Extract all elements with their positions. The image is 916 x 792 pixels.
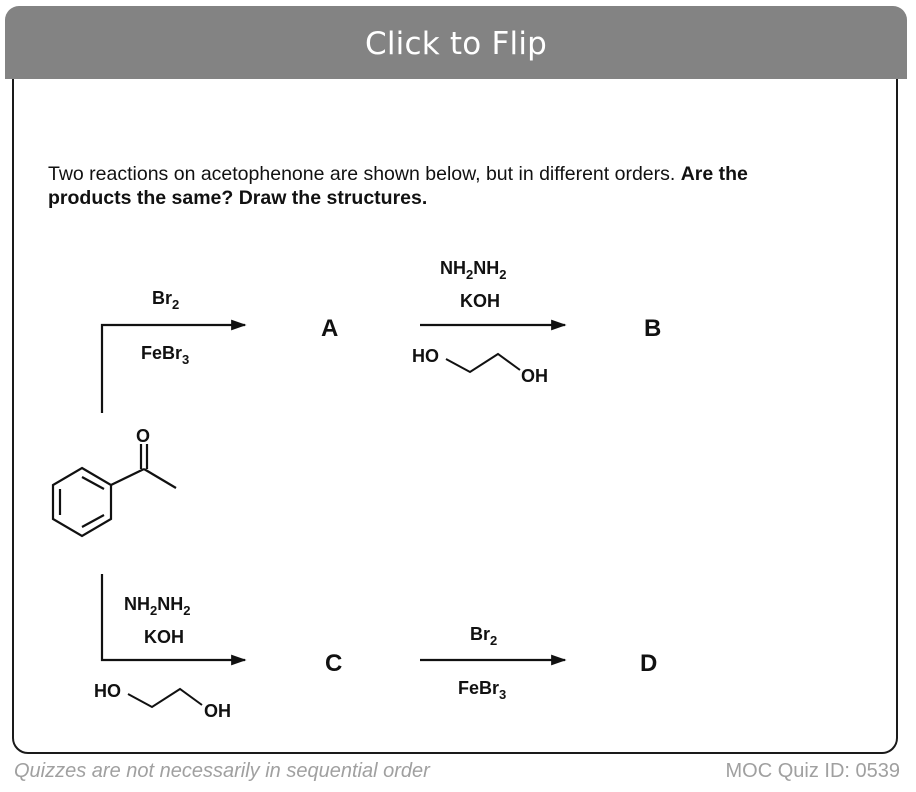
product-C: C [325, 650, 342, 677]
flip-button-label: Click to Flip [364, 25, 548, 62]
top-step1-reagent-1: Br2 [152, 288, 179, 312]
flashcard[interactable] [12, 16, 898, 754]
bottom-step1-solvent-left: HO [94, 681, 121, 701]
bottom-ethylene-glycol-bonds [127, 687, 203, 709]
product-B: B [644, 315, 661, 342]
top-step2-solvent-right: OH [521, 366, 548, 386]
bottom-step1-reagent-2: KOH [144, 627, 184, 647]
click-to-flip-button[interactable]: Click to Flip [5, 6, 907, 79]
sequential-order-note: Quizzes are not necessarily in sequentia… [14, 760, 430, 782]
bottom-step2-reagent-1: Br2 [470, 624, 497, 648]
top-path-arrow [100, 319, 247, 413]
top-step2-solvent-left: HO [412, 346, 439, 366]
top-step1-reagent-2: FeBr3 [141, 343, 189, 367]
product-A: A [321, 315, 338, 342]
bottom-step1-solvent-right: OH [204, 701, 231, 721]
product-D: D [640, 650, 657, 677]
carbonyl-oxygen-label: O [136, 426, 150, 446]
top-ethylene-glycol-bonds [445, 352, 521, 374]
top-step2-reagent-1: NH2NH2 [440, 258, 506, 282]
acetophenone-structure [51, 444, 177, 538]
question-text: Two reactions on acetophenone are shown … [48, 162, 748, 210]
top-step2-reagent-2: KOH [460, 291, 500, 311]
bottom-step1-reagent-1: NH2NH2 [124, 594, 190, 618]
question-intro: Two reactions on acetophenone are shown … [48, 163, 676, 185]
bottom-step2-reagent-2: FeBr3 [458, 678, 506, 702]
quiz-id: MOC Quiz ID: 0539 [725, 760, 900, 782]
question-emphasis: Are the products the same? Draw the stru… [48, 163, 748, 209]
bottom-path-arrow [100, 574, 247, 666]
